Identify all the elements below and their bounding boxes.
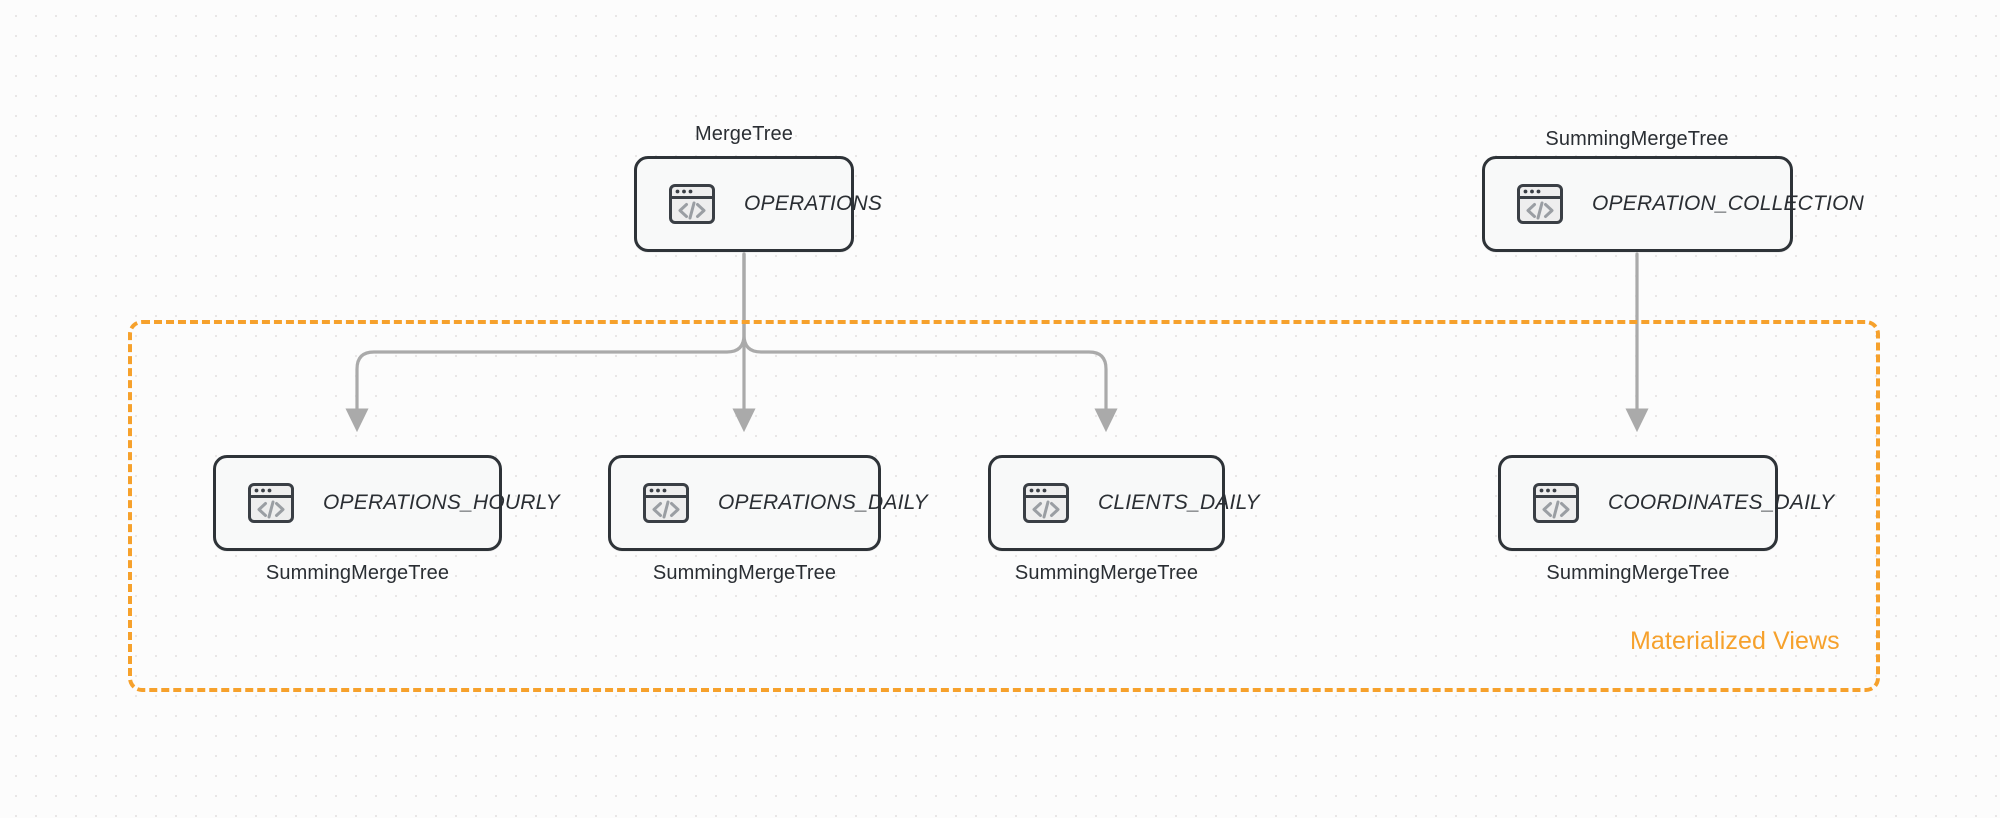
code-window-icon: [664, 176, 720, 232]
node-label-operations-daily: OPERATIONS_DAILY: [718, 491, 928, 514]
node-label-operation-collection: OPERATION_COLLECTION: [1592, 192, 1864, 215]
code-window-icon: [638, 475, 694, 531]
node-clients-daily[interactable]: CLIENTS_DAILY: [988, 455, 1260, 551]
node-operation-collection[interactable]: OPERATION_COLLECTION: [1482, 156, 1864, 252]
materialized-views-group: [128, 320, 1880, 692]
node-label-coordinates-daily: COORDINATES_DAILY: [1608, 491, 1835, 514]
engine-caption-operation-collection: SummingMergeTree: [1545, 128, 1729, 150]
code-window-icon: [1512, 176, 1568, 232]
node-coordinates-daily[interactable]: COORDINATES_DAILY: [1498, 455, 1834, 551]
engine-caption-coordinates-daily: SummingMergeTree: [1546, 562, 1730, 584]
engine-caption-operations-hourly: SummingMergeTree: [265, 562, 450, 584]
code-window-icon: [1018, 475, 1074, 531]
node-label-clients-daily: CLIENTS_DAILY: [1098, 491, 1260, 514]
node-operations-daily[interactable]: OPERATIONS_DAILY: [608, 455, 928, 551]
node-operations[interactable]: OPERATIONS: [634, 156, 882, 252]
materialized-views-group-label: Materialized Views: [1630, 627, 1840, 655]
engine-caption-clients-daily: SummingMergeTree: [1014, 562, 1199, 584]
engine-caption-operations-daily: SummingMergeTree: [652, 562, 837, 584]
node-operations-hourly[interactable]: OPERATIONS_HOURLY: [213, 455, 560, 551]
code-window-icon: [1528, 475, 1584, 531]
node-label-operations-hourly: OPERATIONS_HOURLY: [323, 491, 560, 514]
code-window-icon: [243, 475, 299, 531]
engine-caption-operations: MergeTree: [695, 123, 793, 145]
node-label-operations: OPERATIONS: [744, 192, 883, 215]
